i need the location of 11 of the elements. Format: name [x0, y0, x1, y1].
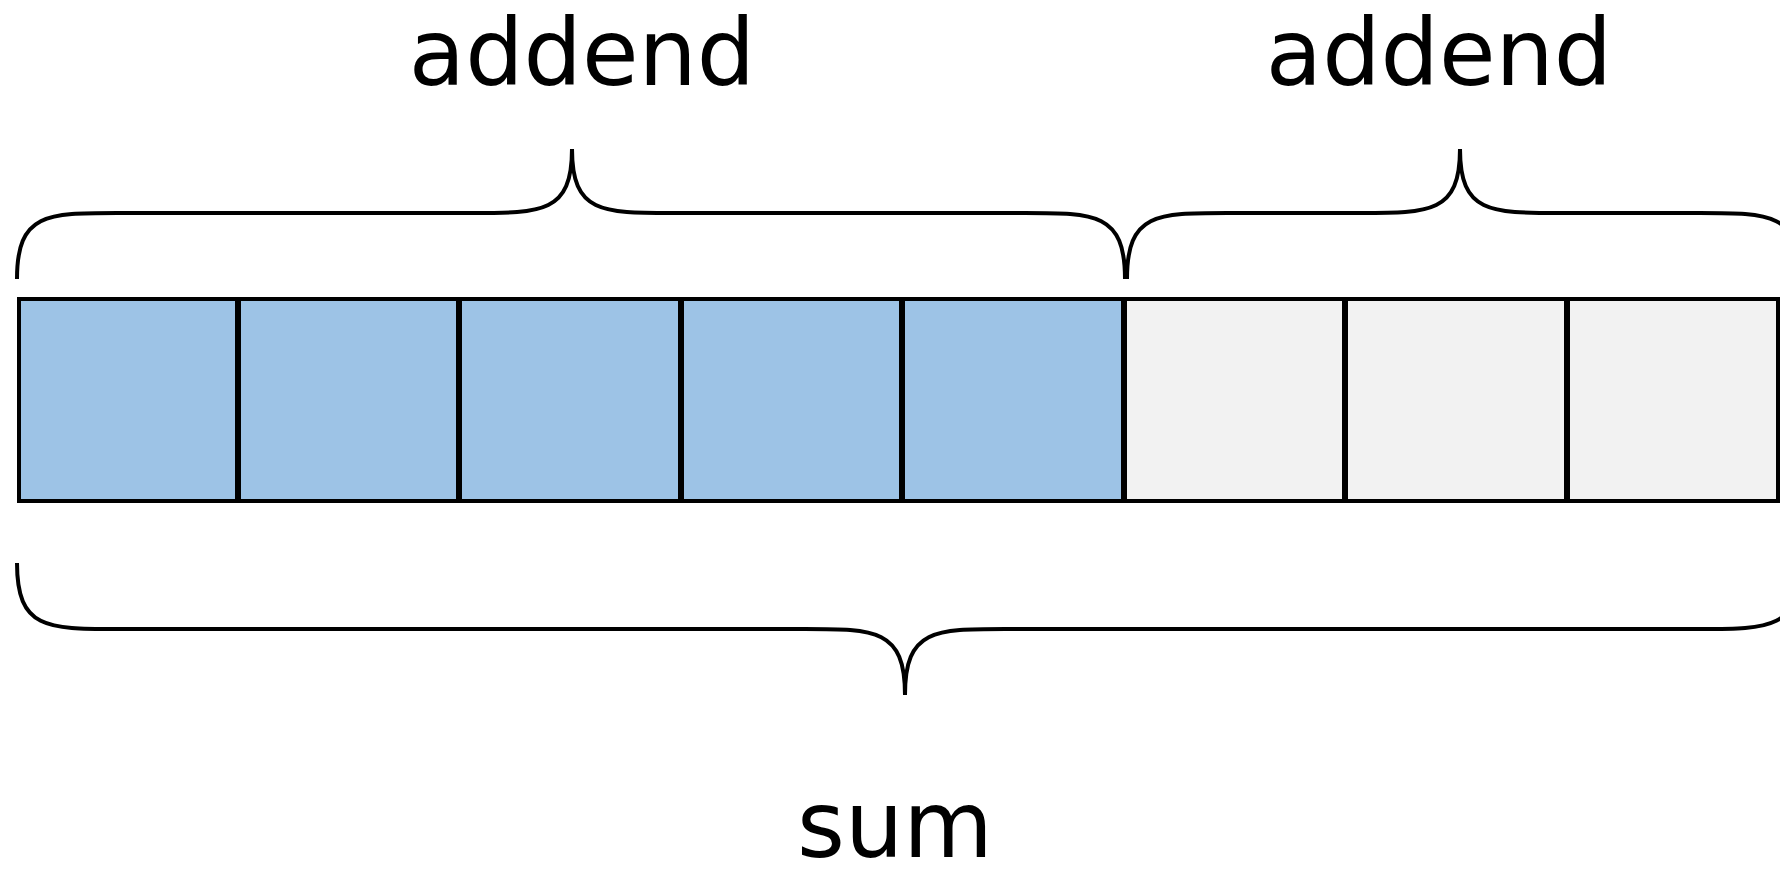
tape-segment: [1565, 297, 1780, 503]
tape-segment: [901, 297, 1125, 503]
brace-label: addend: [408, 8, 756, 100]
tape-segment: [1122, 297, 1346, 503]
tape-segment: [236, 297, 460, 503]
brace-label: addend: [1265, 8, 1613, 100]
tape-segment: [1344, 297, 1568, 503]
tape-segment: [679, 297, 903, 503]
tape-segment: [17, 297, 239, 503]
tape-segment: [458, 297, 682, 503]
brace-label: sum: [797, 780, 993, 872]
